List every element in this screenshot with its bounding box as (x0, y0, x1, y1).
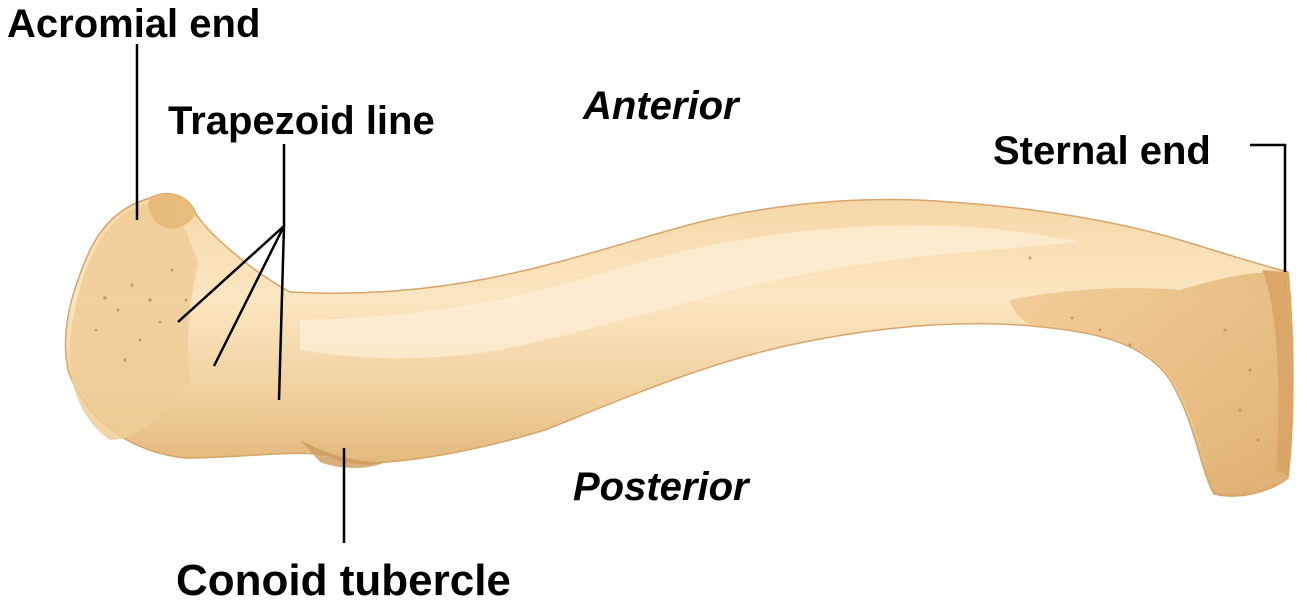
label-anterior: Anterior (583, 86, 739, 126)
sternal-end-surface (1010, 273, 1291, 494)
label-posterior: Posterior (573, 467, 749, 507)
label-trapezoid-line: Trapezoid line (168, 101, 435, 141)
label-sternal-end: Sternal end (993, 131, 1211, 171)
label-acromial-end: Acromial end (7, 4, 260, 44)
leader-sternal-end (1250, 145, 1285, 272)
label-conoid-tubercle: Conoid tubercle (176, 559, 511, 603)
clavicle-bone (65, 194, 1292, 496)
